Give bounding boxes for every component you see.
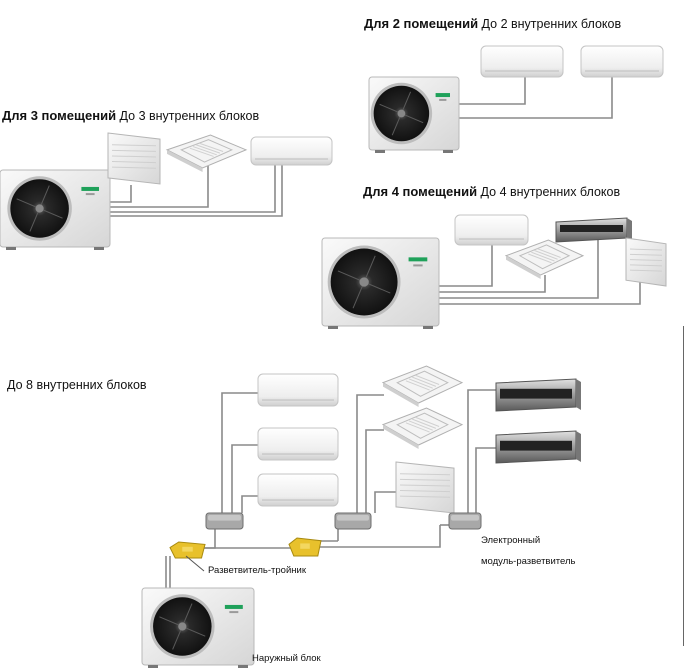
pipe [231, 444, 258, 513]
pipe [102, 166, 209, 208]
wall-unit-3rooms [250, 136, 333, 166]
pipe [241, 495, 258, 513]
cassette-unit-8-a [381, 365, 464, 407]
duct-unit-8-b [495, 430, 581, 464]
outdoor-unit-2rooms [368, 76, 460, 153]
caption-eight-units: До 8 внутренних блоков [7, 378, 147, 392]
pipe [356, 394, 384, 521]
floor-unit-8 [395, 461, 455, 514]
pipe [102, 160, 283, 217]
pipe [448, 77, 526, 105]
pipes [102, 77, 641, 590]
pipe [447, 77, 613, 119]
outdoor-unit-4rooms [321, 237, 440, 329]
title-four-rooms: Для 4 помещений [363, 184, 478, 199]
floor-unit-4rooms [625, 237, 667, 287]
duct-unit-4rooms [555, 217, 632, 243]
subtitle-two-rooms: До 2 внутренних блоков [481, 17, 622, 31]
pipe [318, 525, 441, 548]
wall-unit-4rooms [454, 214, 529, 246]
wall-unit-2rooms-b [580, 45, 664, 78]
wall-unit-2rooms-a [480, 45, 564, 78]
wall-unit-8-b [257, 427, 339, 461]
cassette-unit-4rooms [504, 239, 585, 279]
label-outdoor-unit: Наружный блок [252, 653, 321, 664]
leader-line [185, 555, 205, 572]
branch-box-1 [205, 512, 244, 530]
pipe [365, 429, 384, 513]
wall-unit-8-a [257, 373, 339, 407]
subtitle-four-rooms: До 4 внутренних блоков [480, 185, 621, 199]
title-three-rooms: Для 3 помещений [2, 108, 117, 123]
label-electronic-line1: Электронный [481, 535, 541, 546]
pipe [434, 245, 493, 287]
label-electronic-line2: модуль-разветвитель [481, 556, 576, 567]
caption-four-rooms: Для 4 помещений До 4 внутренних блоков [363, 184, 620, 199]
electronic-branch-module [448, 512, 482, 530]
floor-unit-3rooms [107, 132, 161, 185]
pipe [434, 240, 599, 299]
duct-unit-8-a [495, 378, 581, 412]
subtitle-eight-units: До 8 внутренних блоков [7, 378, 147, 392]
units [0, 45, 667, 668]
title-two-rooms: Для 2 помещений [364, 16, 479, 31]
divider-line [683, 326, 684, 646]
pipe [221, 392, 258, 513]
wall-unit-8-c [257, 473, 339, 507]
branch-box-2 [334, 512, 372, 530]
label-tee-branch: Разветвитель-тройник [208, 565, 306, 576]
pipe [475, 447, 496, 514]
outdoor-unit-8 [141, 587, 255, 668]
tee-branch-1 [169, 541, 206, 559]
subtitle-three-rooms: До 3 внутренних блоков [119, 109, 260, 123]
caption-two-rooms: Для 2 помещений До 2 внутренних блоков [364, 16, 621, 31]
pipe [467, 389, 496, 514]
outdoor-unit-3rooms [0, 169, 111, 250]
cassette-unit-3rooms [165, 134, 248, 172]
pipe [374, 491, 396, 513]
pipe [434, 281, 641, 305]
pipe [102, 165, 276, 213]
pipe [434, 275, 546, 293]
cassette-unit-8-b [381, 407, 464, 449]
tee-branch-2 [288, 537, 322, 557]
caption-three-rooms: Для 3 помещений До 3 внутренних блоков [2, 108, 259, 123]
pipe [102, 185, 132, 203]
